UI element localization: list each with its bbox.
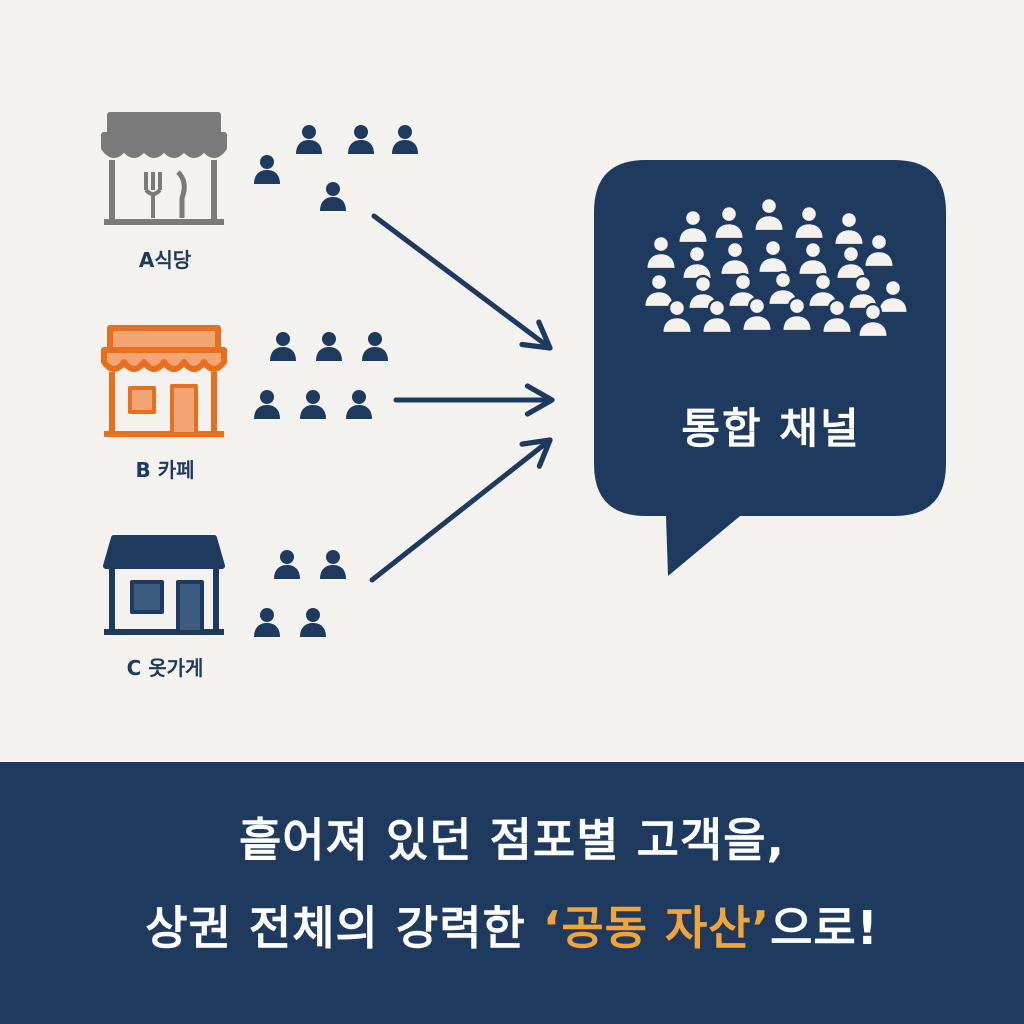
restaurant-store-icon (101, 112, 227, 225)
arrow-a (371, 213, 553, 351)
arrow-c (369, 437, 553, 583)
store-c-label: C 옷가게 (126, 656, 204, 680)
channel-label: 통합 채널 (681, 404, 861, 453)
banner-line-2: 상권 전체의 강력한 ‘공동 자산’으로! (0, 892, 1024, 958)
banner-line-2-prefix: 상권 전체의 강력한 (145, 901, 543, 955)
store-c-customers (254, 550, 346, 637)
store-a-customers (254, 125, 418, 211)
cafe-store-icon (101, 325, 227, 437)
diagram (101, 112, 946, 637)
banner-highlight: ‘공동 자산’ (542, 901, 771, 955)
banner-line-2-suffix: 으로! (770, 901, 879, 955)
store-b-label: B 카페 (135, 458, 195, 482)
banner-line-1: 흩어져 있던 점포별 고객을, (238, 813, 786, 867)
clothing-store-icon (103, 535, 225, 635)
store-a-label: A식당 (138, 248, 192, 272)
store-b-customers (254, 332, 388, 419)
bottom-banner: 흩어져 있던 점포별 고객을, 상권 전체의 강력한 ‘공동 자산’으로! (0, 762, 1024, 1024)
